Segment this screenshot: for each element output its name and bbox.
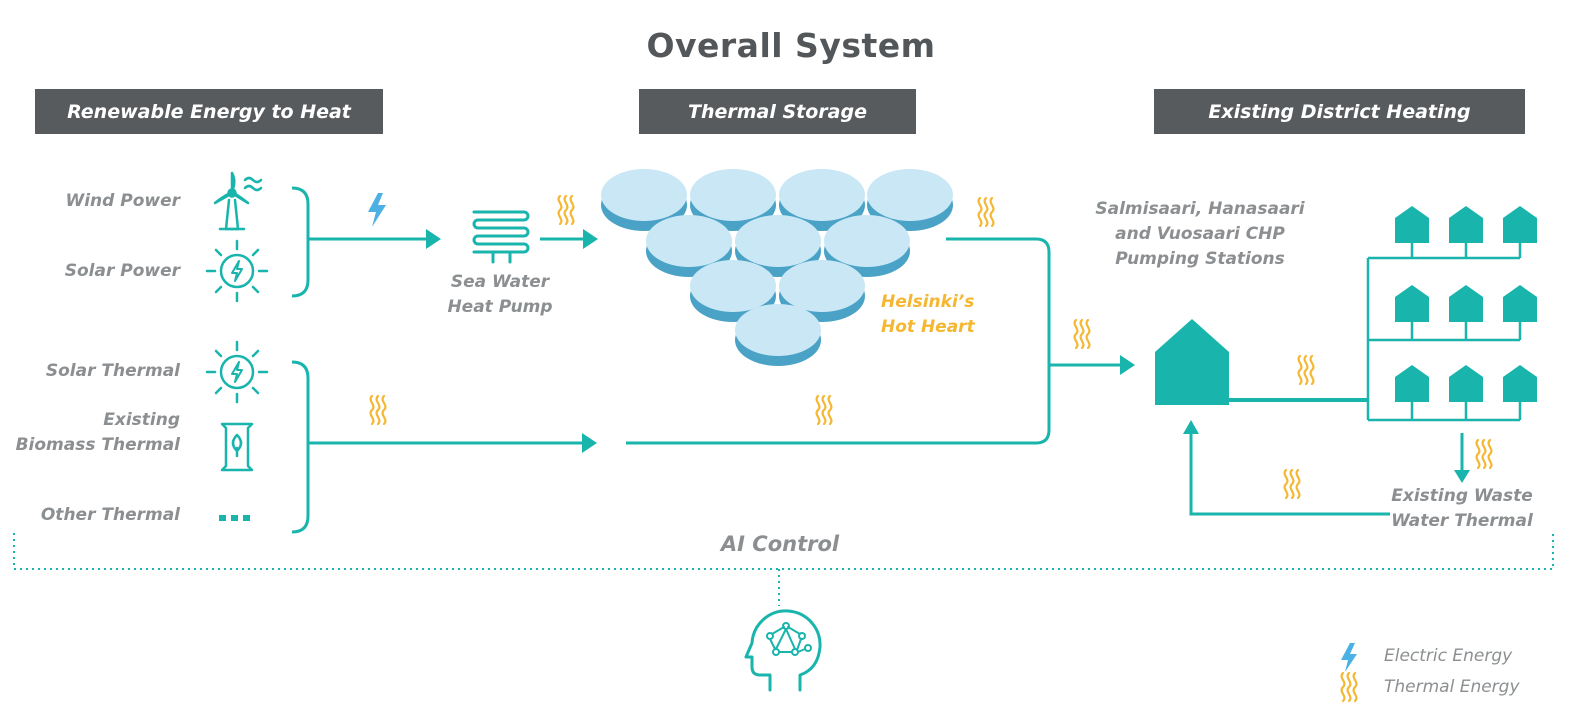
header-renewable: Renewable Energy to Heat bbox=[35, 89, 383, 134]
page-title: Overall System bbox=[646, 26, 936, 65]
bracket-thermal bbox=[291, 360, 310, 534]
legend-thermal-label: Thermal Energy bbox=[1384, 677, 1520, 697]
arrow-return-to-chp bbox=[1183, 420, 1199, 434]
header-district-heating: Existing District Heating bbox=[1154, 89, 1525, 134]
solar-power-icon bbox=[205, 239, 269, 303]
label-chp-stations: Salmisaari, Hanasaari and Vuosaari CHP P… bbox=[1095, 199, 1305, 269]
chp-station-icon bbox=[1155, 319, 1229, 405]
legend-electric-icon bbox=[1341, 643, 1357, 672]
label-solar-thermal: Solar Thermal bbox=[45, 361, 180, 381]
arrow-to-waste-water bbox=[1454, 470, 1470, 483]
electric-bolt-icon bbox=[368, 193, 386, 227]
header-thermal-storage: Thermal Storage bbox=[639, 89, 916, 134]
label-solar-power: Solar Power bbox=[64, 261, 180, 281]
label-heat-pump: Sea Water Heat Pump bbox=[447, 272, 553, 317]
solar-thermal-icon bbox=[205, 340, 269, 404]
arrow-to-heat-pump bbox=[426, 229, 441, 249]
label-other-thermal: Other Thermal bbox=[40, 505, 180, 525]
ai-control-bracket bbox=[13, 533, 1554, 570]
wind-turbine-icon bbox=[213, 171, 263, 231]
label-waste-water: Existing Waste Water Thermal bbox=[1391, 486, 1533, 531]
ai-brain-head-icon bbox=[744, 609, 822, 692]
heat-pump-icon bbox=[472, 210, 530, 264]
label-hot-heart: Helsinki’s Hot Heart bbox=[881, 292, 975, 337]
biomass-icon bbox=[220, 422, 254, 472]
legend-electric-label: Electric Energy bbox=[1384, 646, 1513, 666]
ellipsis-icon bbox=[219, 515, 250, 521]
bracket-electric bbox=[291, 186, 310, 298]
houses bbox=[1395, 206, 1537, 402]
legend-thermal-icon bbox=[1340, 671, 1358, 703]
label-existing-biomass: Existing Biomass Thermal bbox=[15, 410, 180, 455]
arrow-to-storage bbox=[583, 229, 598, 249]
label-wind-power: Wind Power bbox=[65, 191, 180, 211]
label-ai-control: AI Control bbox=[720, 532, 840, 556]
arrow-thermal-to-storage bbox=[582, 433, 597, 453]
arrow-to-chp bbox=[1120, 355, 1135, 375]
